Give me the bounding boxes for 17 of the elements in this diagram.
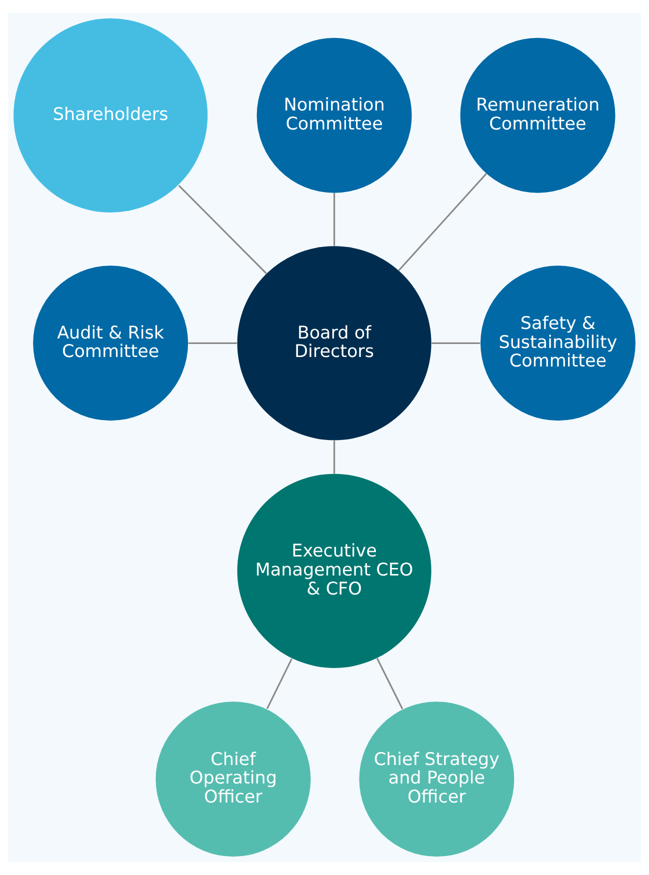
node-circle: Board of Directors <box>237 246 432 440</box>
node-circle: Remuneration Committee <box>460 38 616 193</box>
connector <box>188 342 237 344</box>
node-circle: Chief Operating Officer <box>156 702 311 857</box>
node-circle: Audit & Risk Committee <box>33 266 188 421</box>
connector <box>376 658 404 710</box>
connector <box>333 440 336 474</box>
node-circle: Shareholders <box>14 18 208 212</box>
node-circle: Nomination Committee <box>256 38 412 193</box>
node-circle: Safety & Sustainability Committee <box>480 266 636 421</box>
node-circle: Chief Strategy and People Officer <box>359 702 514 857</box>
connector <box>266 658 292 710</box>
connector <box>398 173 488 272</box>
connector <box>333 192 336 246</box>
connector <box>178 184 267 274</box>
node-circle: Executive Management CEO & CFO <box>237 474 432 668</box>
connector <box>432 342 480 344</box>
